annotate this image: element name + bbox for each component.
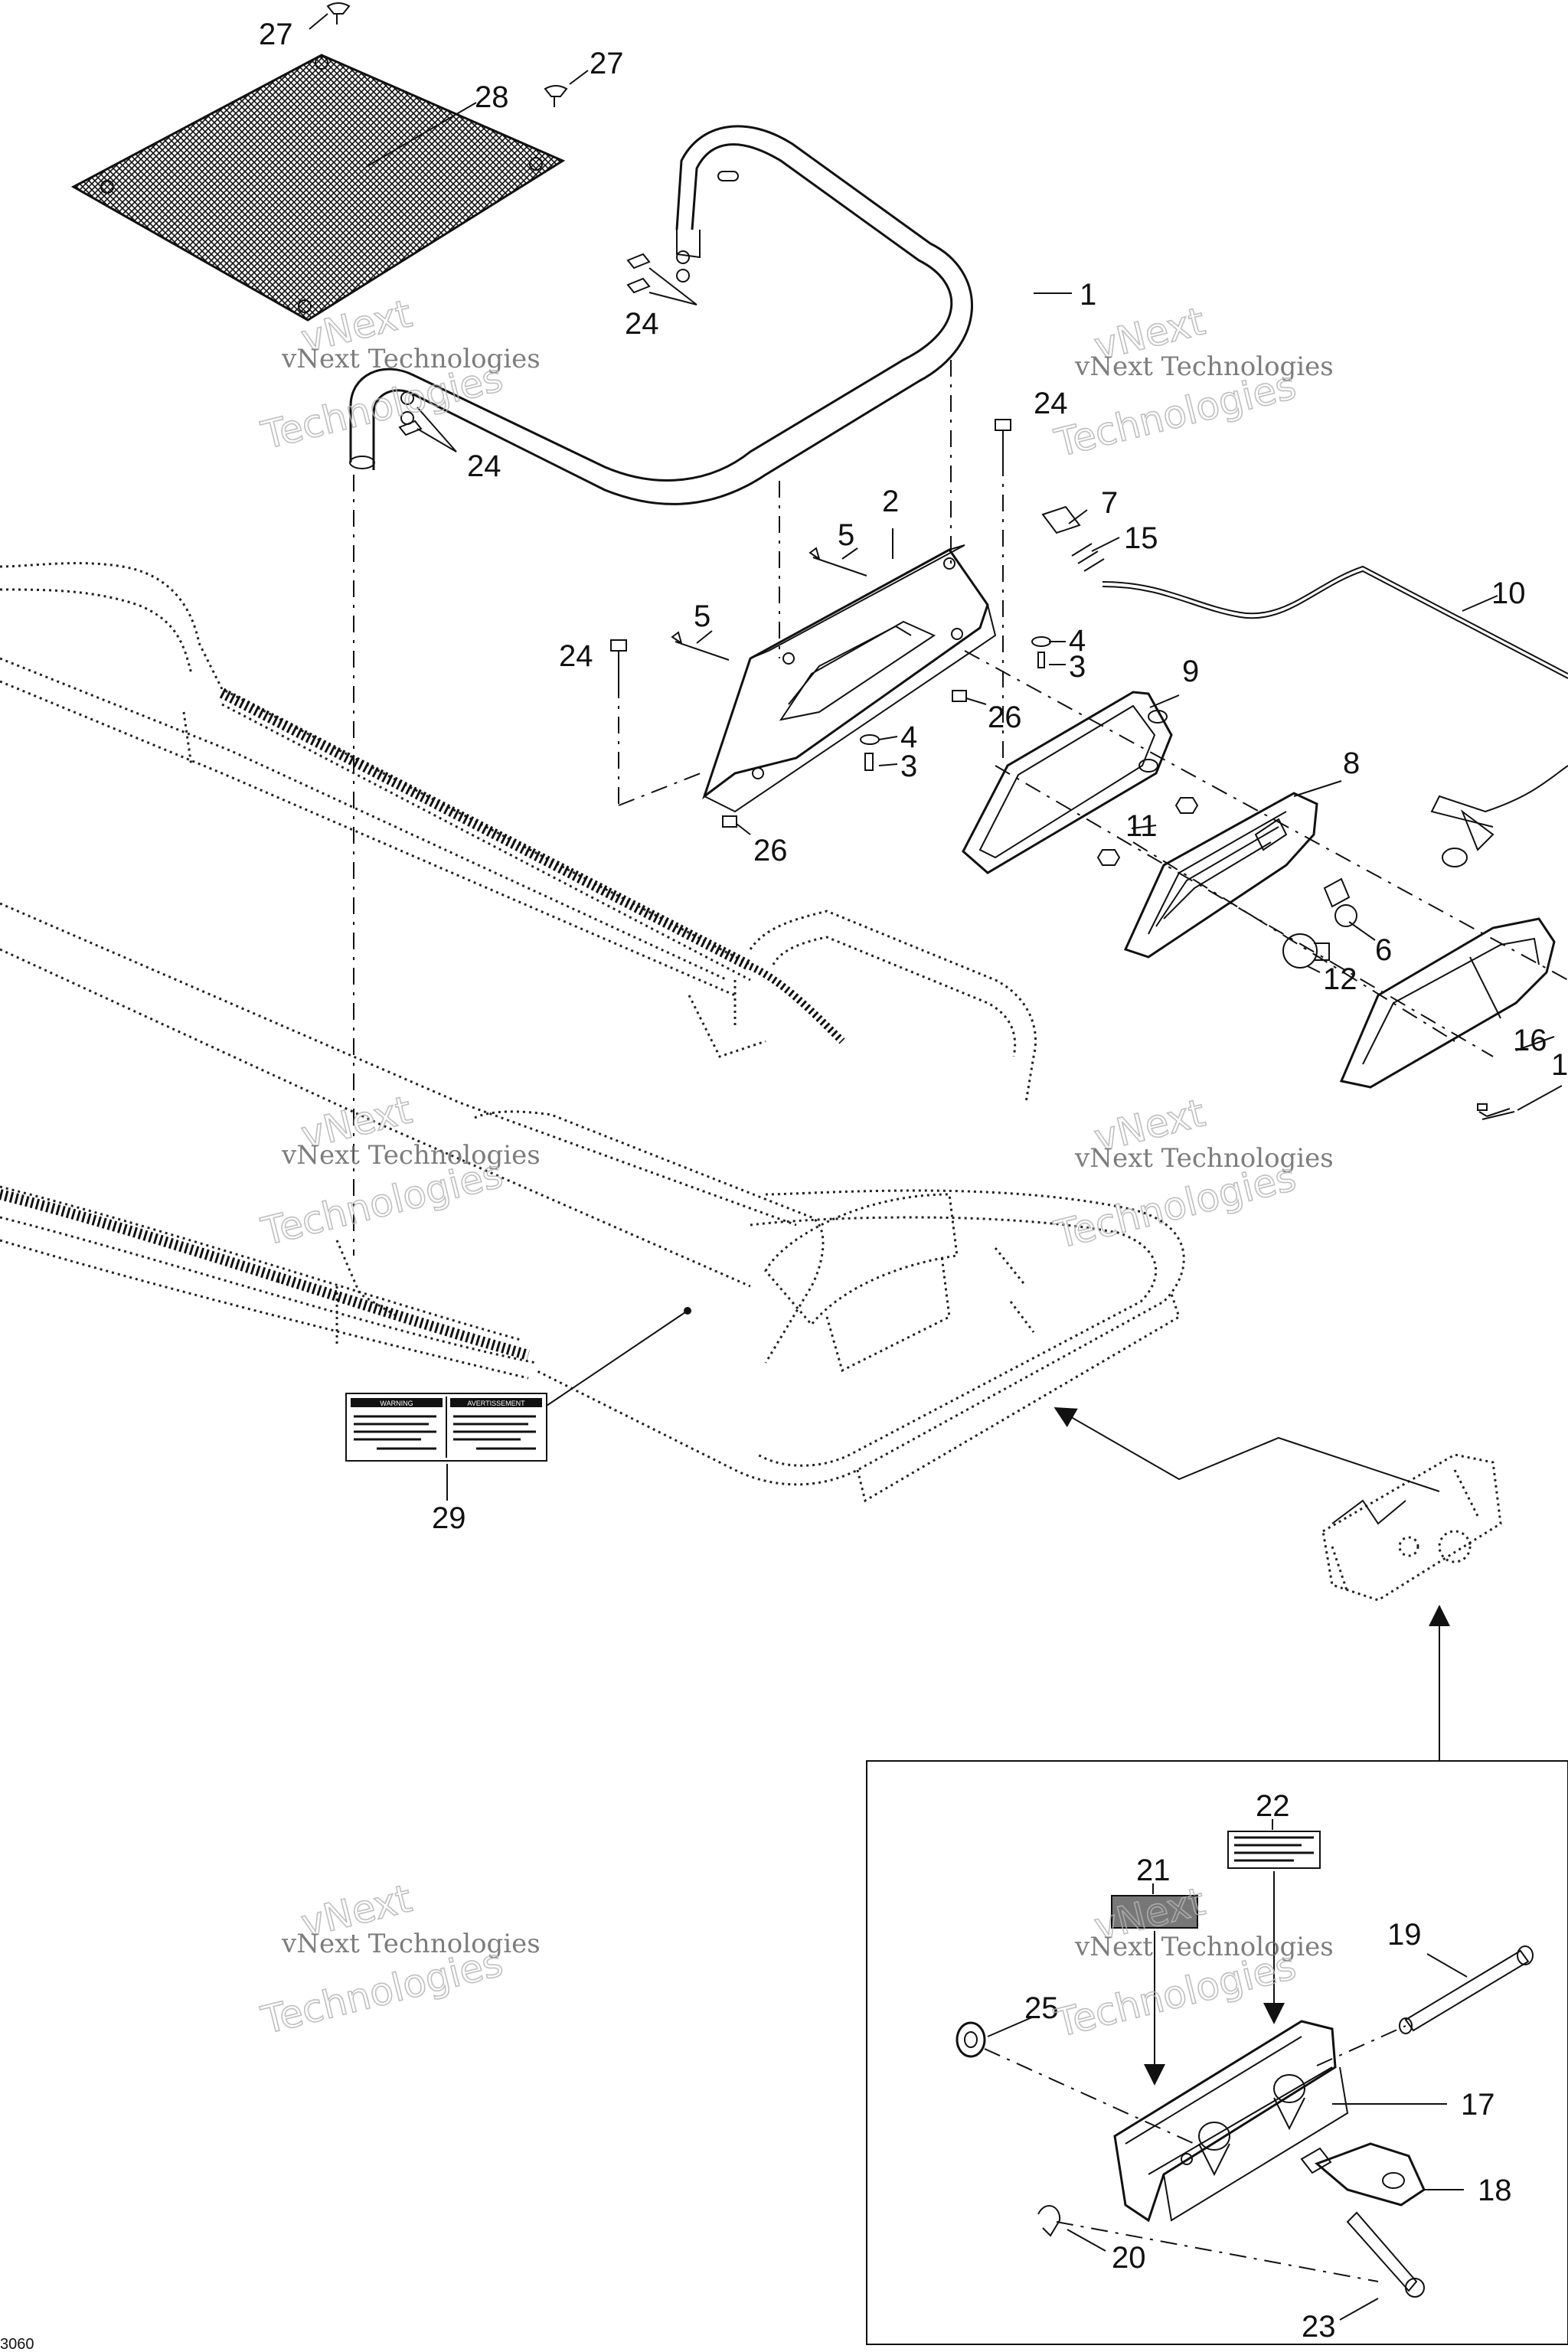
callout-26-a: 26 bbox=[988, 701, 1022, 734]
callout-10: 10 bbox=[1491, 577, 1526, 610]
callout-23: 23 bbox=[1302, 2310, 1336, 2344]
part-9-light-housing bbox=[962, 691, 1180, 874]
part-16-lens bbox=[1339, 917, 1563, 1120]
callout-labels: 1 2 3 3 4 4 5 5 6 7 8 9 10 11 12 15 16 1… bbox=[0, 18, 1568, 2352]
watermark-low-right-line: vNext Technologies bbox=[1074, 1932, 1334, 1962]
part-5-bolts bbox=[671, 547, 867, 661]
callout-18: 18 bbox=[1478, 2174, 1512, 2207]
callout-5-a: 5 bbox=[838, 518, 854, 552]
chassis-outline bbox=[0, 562, 1185, 1503]
part-3-4-26-hardware bbox=[722, 636, 1066, 835]
callout-29: 29 bbox=[432, 1501, 466, 1535]
callout-24-a: 24 bbox=[625, 307, 659, 341]
callout-4-a: 4 bbox=[1069, 624, 1086, 658]
callout-11: 11 bbox=[1125, 809, 1158, 843]
part-12-bulb bbox=[1282, 933, 1330, 973]
drawing-code: 3060 bbox=[0, 2336, 34, 2352]
callout-26-b: 26 bbox=[753, 834, 788, 867]
watermark-mid-right-line: vNext Technologies bbox=[1074, 1143, 1334, 1174]
callout-28: 28 bbox=[475, 80, 509, 114]
callout-27-a: 27 bbox=[259, 18, 293, 51]
watermark-low-left-line: vNext Technologies bbox=[281, 1929, 541, 1959]
alignment-lines bbox=[353, 360, 1568, 1256]
callout-8: 8 bbox=[1343, 746, 1360, 780]
callout-27-b: 27 bbox=[590, 47, 624, 80]
callout-24-b: 24 bbox=[467, 449, 501, 483]
part-6-socket bbox=[1323, 877, 1376, 941]
part-10-wire-harness bbox=[1102, 565, 1568, 867]
hitch-detail-inset bbox=[866, 1760, 1568, 2345]
part-7-connector bbox=[1041, 505, 1120, 572]
callout-9: 9 bbox=[1182, 655, 1199, 688]
part-1-grab-handle bbox=[349, 125, 1072, 505]
callout-1: 1 bbox=[1080, 278, 1096, 312]
callout-25: 25 bbox=[1024, 1991, 1059, 2025]
callout-3-b: 3 bbox=[900, 750, 917, 783]
part-2-bracket bbox=[702, 528, 997, 813]
part-11-nuts bbox=[1096, 797, 1199, 866]
decal-left-heading: WARNING bbox=[380, 1400, 413, 1407]
callout-22: 22 bbox=[1256, 1789, 1290, 1823]
part-8-reflector bbox=[1123, 780, 1342, 959]
part-28-mat bbox=[70, 54, 566, 322]
callout-3-a: 3 bbox=[1069, 650, 1086, 684]
watermark-mid-left-line: vNext Technologies bbox=[281, 1140, 541, 1171]
callout-24-c: 24 bbox=[1034, 387, 1068, 420]
watermark-top-left-line: vNext Technologies bbox=[281, 344, 541, 374]
callout-1-b: 1 bbox=[1551, 1048, 1568, 1082]
callout-5-b: 5 bbox=[694, 599, 710, 633]
watermarks: vNext vNext Technologies Technologies vN… bbox=[256, 291, 1334, 2047]
part-29-decal: WARNING AVERTISSEMENT bbox=[345, 1307, 691, 1501]
callout-15: 15 bbox=[1124, 521, 1158, 555]
callout-20: 20 bbox=[1112, 2241, 1146, 2275]
callout-19: 19 bbox=[1387, 1918, 1422, 1952]
callout-17: 17 bbox=[1461, 2088, 1495, 2122]
callout-24-d: 24 bbox=[559, 639, 593, 673]
decal-right-heading: AVERTISSEMENT bbox=[467, 1400, 525, 1407]
callout-7: 7 bbox=[1101, 486, 1118, 520]
part-24-bolts bbox=[398, 253, 1011, 681]
callout-4-b: 4 bbox=[900, 720, 917, 754]
slide-rail bbox=[0, 688, 845, 1361]
callout-2: 2 bbox=[882, 485, 899, 518]
callout-21: 21 bbox=[1136, 1854, 1171, 1887]
hitch-assembly-small bbox=[1054, 1407, 1502, 1761]
callout-16: 16 bbox=[1513, 1024, 1547, 1057]
watermark-top-right-line: vNext Technologies bbox=[1074, 351, 1334, 382]
callout-12: 12 bbox=[1323, 962, 1357, 996]
callout-6: 6 bbox=[1375, 933, 1392, 967]
part-27-screws bbox=[309, 2, 589, 107]
